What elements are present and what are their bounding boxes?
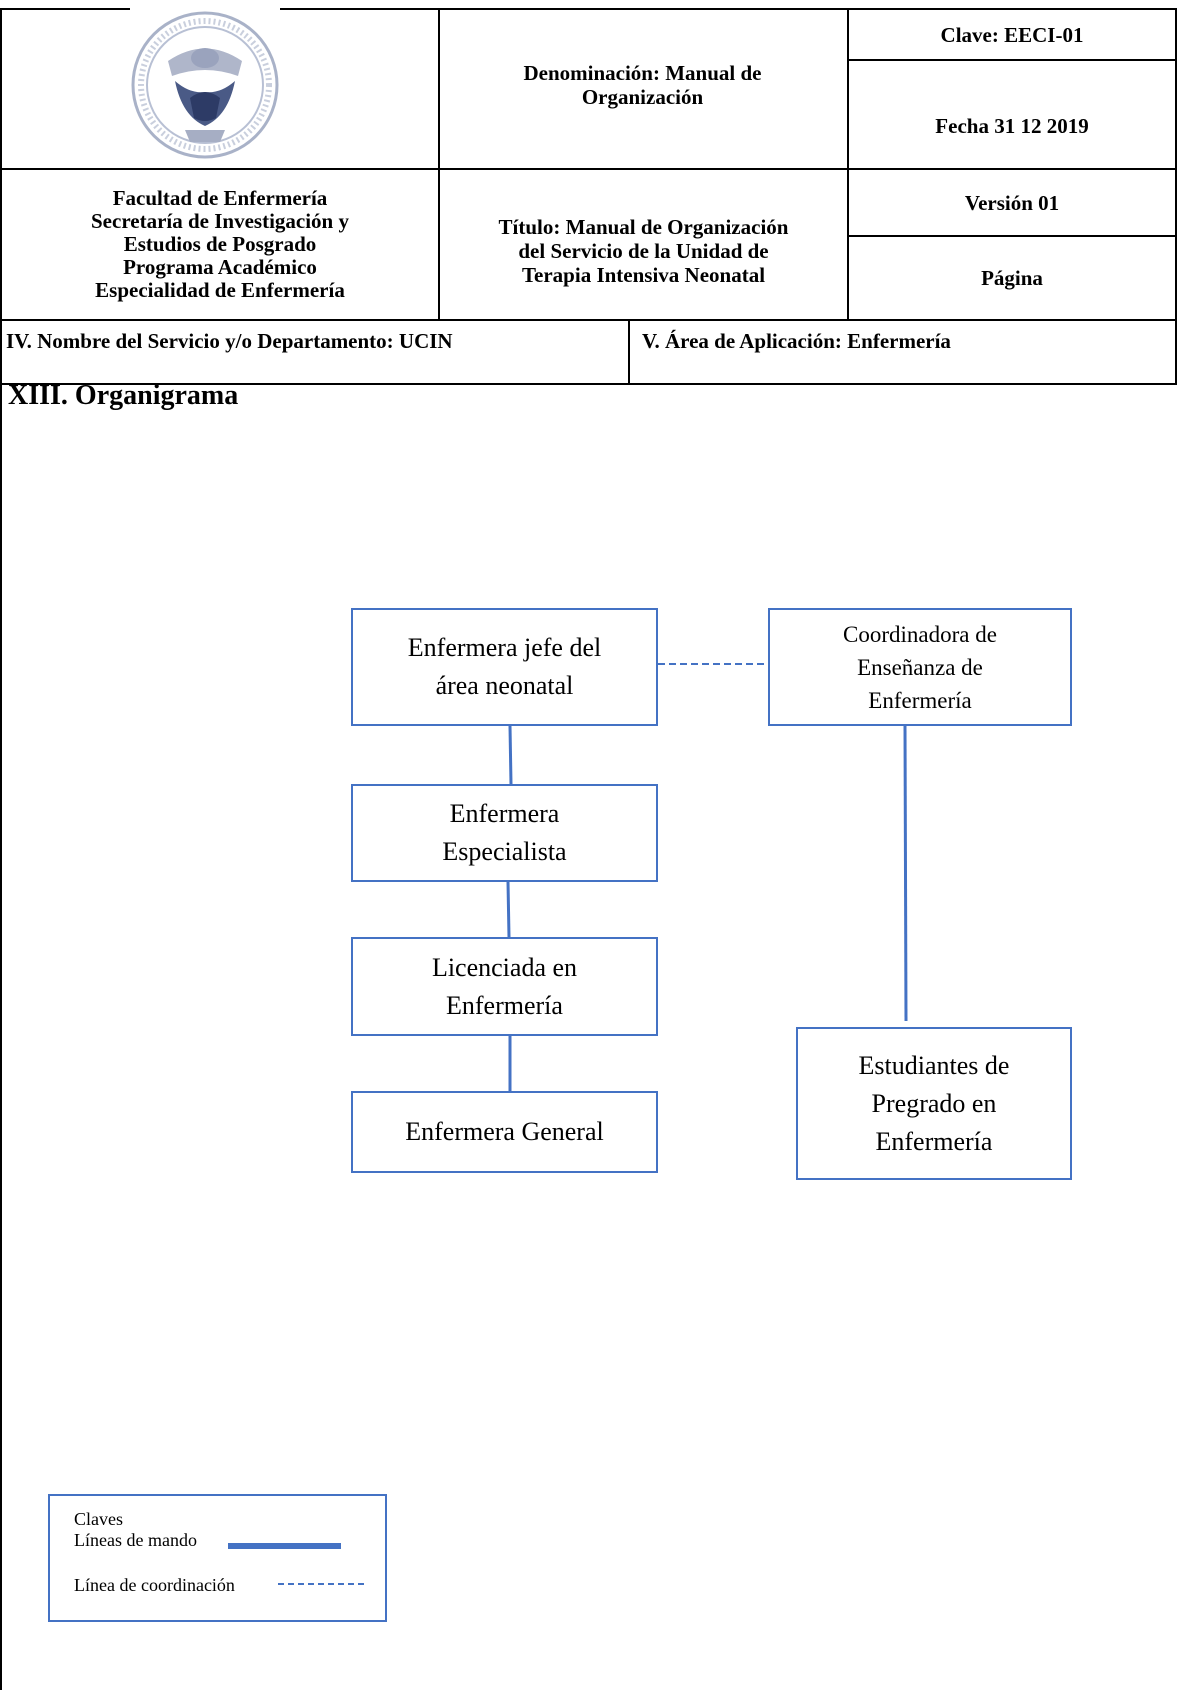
- legend-mando-label: Líneas de mando: [74, 1530, 197, 1550]
- org-box-licenciada: Licenciada en Enfermería: [351, 937, 658, 1036]
- area-cell: V. Área de Aplicación: Enfermería: [642, 329, 951, 353]
- university-seal-logo: [130, 6, 280, 164]
- table-border: [847, 8, 849, 319]
- section-title: XIII. Organigrama: [8, 380, 239, 411]
- table-border: [1175, 8, 1177, 384]
- command-line: [506, 881, 511, 938]
- legend-title: Claves: [74, 1509, 123, 1529]
- table-border: [628, 319, 630, 384]
- fecha-cell: Fecha 31 12 2019: [935, 113, 1089, 138]
- table-border: [847, 235, 1177, 237]
- version-cell: Versión 01: [964, 190, 1060, 215]
- table-border: [0, 168, 1177, 170]
- denominacion-cell: Denominación: Manual de Organización: [523, 61, 762, 109]
- table-border: [0, 319, 1177, 321]
- clave-cell: Clave: EECI-01: [940, 22, 1084, 47]
- table-border: [847, 59, 1177, 61]
- table-border: [0, 383, 1177, 385]
- pagina-cell: Página: [981, 266, 1043, 290]
- command-line: [508, 725, 513, 785]
- org-box-coordinadora: Coordinadora de Enseñanza de Enfermería: [768, 608, 1072, 726]
- org-box-jefe: Enfermera jefe del área neonatal: [351, 608, 658, 726]
- org-box-general: Enfermera General: [351, 1091, 658, 1173]
- org-box-especialista: Enfermera Especialista: [351, 784, 658, 882]
- legend-box: Claves Líneas de mando Línea de coordina…: [48, 1494, 387, 1622]
- titulo-cell: Título: Manual de Organización del Servi…: [498, 214, 789, 287]
- servicio-cell: IV. Nombre del Servicio y/o Departamento…: [6, 329, 453, 353]
- table-border: [0, 8, 2, 1690]
- legend-dashed-line: [278, 1583, 364, 1585]
- command-line: [903, 725, 908, 1022]
- table-border: [0, 8, 1177, 10]
- org-box-estudiantes: Estudiantes de Pregrado en Enfermería: [796, 1027, 1072, 1180]
- legend-solid-line: [228, 1543, 341, 1549]
- table-border: [438, 8, 440, 319]
- facultad-cell: Facultad de Enfermería Secretaría de Inv…: [91, 186, 349, 302]
- legend-coordinacion-label: Línea de coordinación: [74, 1575, 235, 1595]
